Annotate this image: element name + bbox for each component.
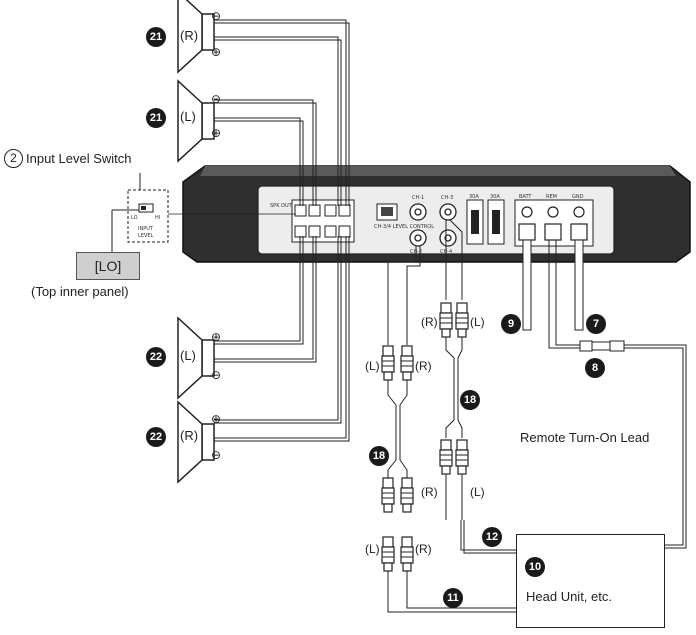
speaker-wires [214, 19, 350, 442]
head-unit-box: 10 Head Unit, etc. [516, 534, 665, 628]
polarity-plus-3: ⊕ [211, 330, 222, 344]
ch4-label: CH-4 [440, 249, 453, 255]
level-control-label: CH-3/4 LEVEL CONTROL [374, 224, 435, 230]
switch-caption-input: INPUT [138, 226, 153, 232]
remote-turn-on-lead-label: Remote Turn-On Lead [520, 430, 650, 445]
callout-12: 12 [482, 527, 502, 547]
callout-7: 7 [586, 314, 606, 334]
rca-plugs [381, 302, 469, 572]
input-level-switch-detail [111, 173, 296, 252]
fuse-rating-2: 30A [490, 194, 500, 200]
input-level-switch-label: Input Level Switch [26, 151, 132, 166]
rca-label-l-3: (L) [470, 485, 485, 499]
polarity-plus-1: ⊕ [211, 45, 222, 59]
polarity-plus-2: ⊕ [211, 126, 222, 140]
input-label: INPUT [428, 256, 443, 262]
switch-caption-level: LEVEL [138, 233, 154, 239]
speaker-front-l-label: (L) [180, 109, 196, 124]
switch-hi-label: HI [155, 215, 161, 221]
speaker-front-r-label: (R) [180, 28, 199, 43]
speaker-rear-r-label: (R) [180, 428, 199, 443]
polarity-minus-4: ⊖ [211, 448, 222, 462]
polarity-plus-4: ⊕ [211, 412, 222, 426]
ch2-label: CH-2 [410, 249, 423, 255]
rca-label-l-1: (L) [470, 315, 485, 329]
ch1-label: CH-1 [412, 195, 425, 201]
rca-cables [387, 219, 516, 613]
callout-18-left: 18 [369, 446, 389, 466]
rca-label-r-4: (R) [415, 542, 432, 556]
callout-22-rear-l: 22 [146, 347, 166, 367]
amplifier [182, 165, 691, 263]
power-wires [522, 239, 687, 549]
callout-22-rear-r: 22 [146, 427, 166, 447]
polarity-minus-3: ⊖ [211, 368, 222, 382]
callout-8: 8 [585, 358, 605, 378]
rca-label-l-4: (L) [365, 542, 380, 556]
head-unit-label: Head Unit, etc. [526, 589, 612, 604]
fuse-rating-1: 30A [469, 194, 479, 200]
callout-9: 9 [501, 314, 521, 334]
switch-lo-label: LO [131, 215, 138, 221]
polarity-minus-2: ⊖ [211, 92, 222, 106]
gnd-label: GND [572, 194, 584, 200]
rca-label-r-3: (R) [421, 485, 438, 499]
lo-setting-box: [LO] [76, 252, 140, 280]
ch3-label: CH-3 [441, 195, 454, 201]
spk-out-label: SPK OUT [270, 203, 292, 209]
remote-lead-12 [460, 520, 516, 554]
callout-10: 10 [525, 557, 545, 577]
batt-label: BATT [519, 194, 532, 200]
polarity-minus-1: ⊖ [211, 9, 222, 23]
speaker-rear-l-label: (L) [180, 348, 196, 363]
top-inner-panel-note: (Top inner panel) [31, 284, 129, 299]
rca-label-r-2: (R) [415, 359, 432, 373]
callout-21-front-l: 21 [146, 108, 166, 128]
callout-21-front-r: 21 [146, 27, 166, 47]
callout-11: 11 [443, 588, 463, 608]
rem-label: REM [546, 194, 557, 200]
callout-2: 2 [4, 149, 23, 168]
rca-label-l-2: (L) [365, 359, 380, 373]
rca-label-r-1: (R) [421, 315, 438, 329]
callout-18-right: 18 [460, 390, 480, 410]
